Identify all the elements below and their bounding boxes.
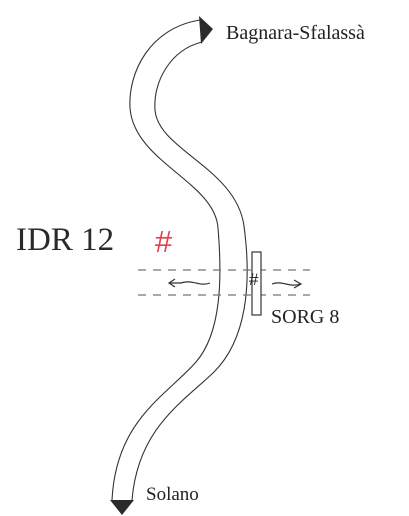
section-marker: #	[155, 224, 173, 259]
flow-arrow-right-icon	[271, 282, 301, 286]
destination-bottom-label: Solano	[146, 484, 199, 505]
structure-label: SORG 8	[271, 306, 340, 328]
destination-top-label: Bagnara-Sfalassà	[226, 22, 365, 44]
section-label: IDR 12	[16, 222, 115, 258]
flow-arrow-right-head	[293, 279, 303, 289]
arrow-head-bottom-icon	[110, 500, 134, 515]
flow-arrow-left-head	[167, 278, 176, 288]
arrow-head-top-icon	[199, 16, 213, 44]
road-edge-right	[131, 41, 248, 501]
flow-arrows	[167, 278, 303, 289]
cross-section-lines	[138, 269, 310, 296]
flow-arrow-left-icon	[170, 281, 211, 285]
road-band	[111, 19, 248, 501]
road-edge-left	[111, 19, 221, 501]
structure-marker: #	[249, 270, 259, 289]
structure-box	[251, 251, 262, 316]
